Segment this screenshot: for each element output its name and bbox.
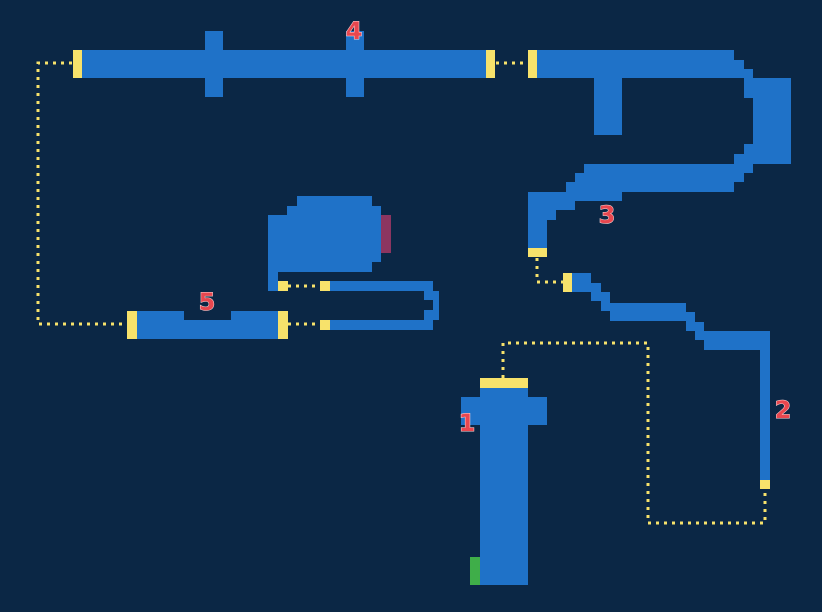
- door-right-corridor-left: [563, 273, 572, 292]
- marker-2-label[interactable]: 2: [774, 396, 792, 425]
- door-top-right: [486, 50, 495, 78]
- room-upper-right[interactable]: [528, 50, 791, 257]
- room-bottom-tower[interactable]: [461, 378, 547, 585]
- door-upper-right-bottom: [528, 248, 547, 257]
- map-markers: 1 2 3 4 5: [198, 17, 792, 438]
- connectors: [36, 61, 767, 525]
- door-middle-left-upper: [278, 281, 288, 291]
- door-room5-right: [278, 311, 288, 339]
- door-room5-left: [127, 311, 137, 339]
- marker-4-label[interactable]: 4: [345, 17, 363, 46]
- connector-left-loop: [36, 61, 126, 326]
- connector-room1-to-room2: [501, 341, 767, 525]
- connector-room3-to-corridor: [535, 258, 563, 284]
- door-right-corridor-bottom: [760, 480, 770, 489]
- room-middle-left[interactable]: [127, 196, 439, 339]
- door-tower-top: [480, 378, 528, 388]
- door-upper-right-left: [528, 50, 537, 78]
- door-top-left: [73, 50, 82, 78]
- marker-1-label[interactable]: 1: [458, 409, 476, 438]
- item-icon: [381, 215, 391, 253]
- marker-5-label[interactable]: 5: [198, 288, 216, 317]
- room-top-corridor[interactable]: [73, 31, 495, 97]
- room-right-corridor[interactable]: [563, 273, 770, 489]
- door-loop-lower: [320, 320, 330, 330]
- save-point-icon: [470, 557, 480, 585]
- door-loop-upper: [320, 281, 330, 291]
- marker-3-label[interactable]: 3: [598, 201, 616, 230]
